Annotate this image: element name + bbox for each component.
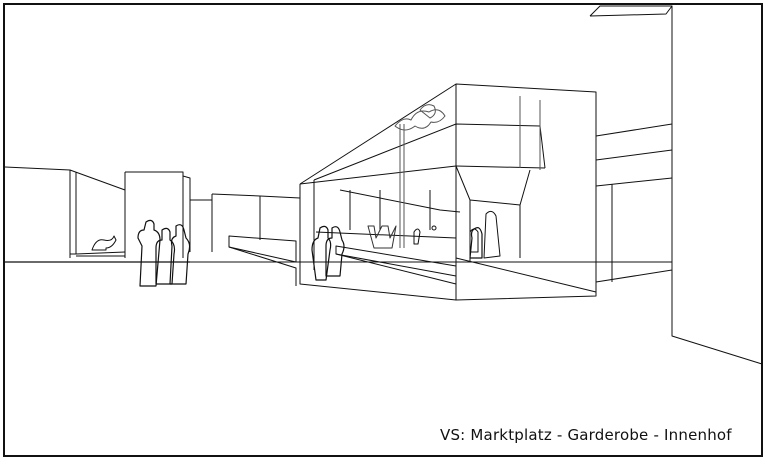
drawing-caption: VS: Marktplatz - Garderobe - Innenhof	[440, 426, 732, 444]
bench-left	[228, 235, 301, 286]
glass-cube	[299, 83, 597, 301]
right-building	[589, 5, 763, 365]
tree-canopy	[394, 109, 446, 131]
middle-building	[124, 171, 301, 258]
sculpture	[91, 235, 117, 251]
left-wall	[4, 166, 126, 258]
people-group-left	[137, 219, 191, 287]
people-group-center	[311, 225, 345, 281]
sheet-border	[3, 3, 763, 457]
figures-window	[469, 227, 483, 259]
